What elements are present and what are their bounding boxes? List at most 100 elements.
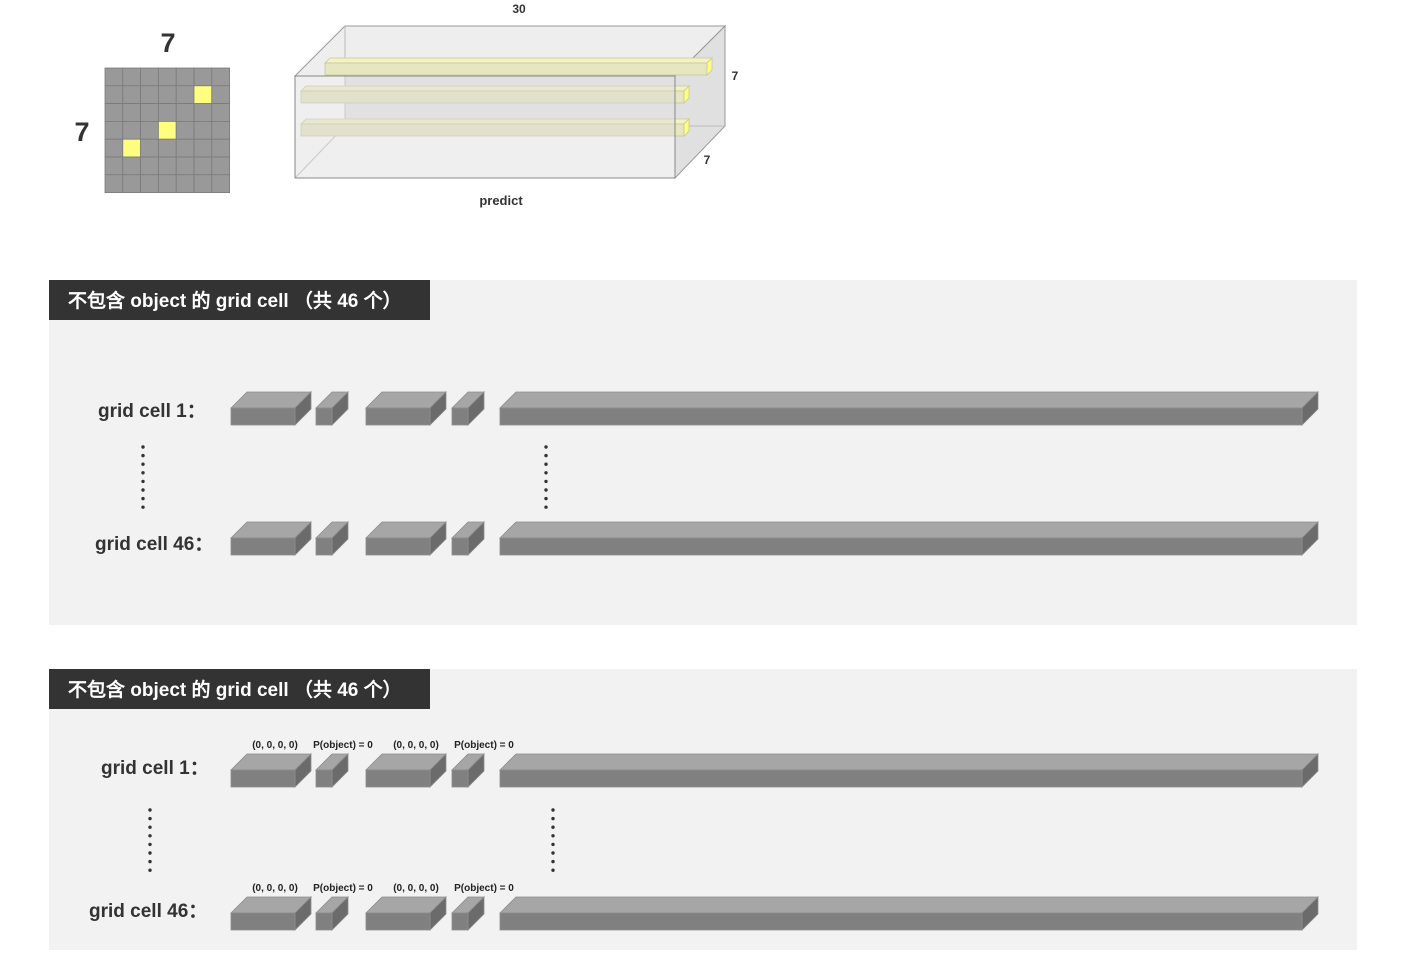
tensor-caption: predict [479, 193, 523, 208]
grid-cell [175, 138, 195, 158]
grid-cell [140, 174, 159, 194]
grid-cell [122, 67, 142, 87]
grid-cell [211, 156, 231, 176]
grid-cell [122, 85, 142, 105]
ellipsis-dot [148, 808, 152, 812]
panel-no-object-2: 不包含 object 的 grid cell （共 46 个） grid cel… [49, 669, 1357, 950]
ellipsis-dot [544, 496, 548, 501]
confidence-block [451, 753, 485, 788]
vector-row-cell-46 [230, 521, 1319, 556]
grid-cell [193, 121, 213, 140]
grid-cell [211, 138, 231, 158]
ellipsis-dot [551, 816, 555, 821]
grid-cell-highlighted [193, 85, 213, 105]
tensor-height-label: 7 [732, 69, 739, 83]
grid-cell [122, 156, 142, 176]
panel-header-text: 不包含 object 的 grid cell （共 46 个） [68, 289, 402, 312]
tensor-width-label: 7 [704, 153, 711, 167]
ellipsis-dot [141, 488, 145, 492]
ellipsis-dot [551, 808, 555, 812]
ellipsis-dot [544, 479, 548, 484]
grid-cell [157, 156, 177, 176]
ellipsis-dot [551, 842, 555, 847]
ellipsis-dot [148, 825, 152, 829]
ellipsis-dot [551, 825, 555, 829]
grid-cell [157, 138, 177, 158]
bbox-block [230, 753, 312, 788]
bbox-block [230, 896, 312, 931]
grid-cell [140, 103, 159, 122]
grid-cell-highlighted [122, 138, 142, 158]
grid-cell [140, 138, 159, 158]
confidence-block [315, 521, 349, 556]
bbox-annotation: (0, 0, 0, 0) [393, 883, 439, 894]
confidence-block [315, 896, 349, 931]
vertical-ellipsis [148, 808, 152, 872]
panel-header [49, 280, 430, 320]
grid-width-label: 7 [160, 28, 175, 58]
ellipsis-dot [544, 445, 548, 449]
confidence-annotation: P(object) = 0 [454, 740, 514, 751]
bbox-annotation: (0, 0, 0, 0) [252, 883, 298, 894]
grid-cell [211, 67, 231, 87]
confidence-annotation: P(object) = 0 [454, 883, 514, 894]
grid-cell [157, 174, 177, 194]
grid-cell [193, 67, 213, 87]
grid-cell [175, 67, 195, 87]
grid-cell [104, 121, 124, 140]
grid-cell [211, 174, 231, 194]
grid-cell [157, 67, 177, 87]
ellipsis-dot [148, 868, 152, 872]
confidence-annotation: P(object) = 0 [313, 740, 373, 751]
class-probabilities-block [499, 521, 1319, 556]
tensor-rod [324, 57, 713, 76]
grid-height-label: 7 [74, 117, 89, 147]
grid-cell [211, 85, 231, 105]
ellipsis-dot [148, 859, 152, 864]
bbox-block [365, 753, 447, 788]
grid-cell [157, 85, 177, 105]
class-probabilities-block [499, 896, 1319, 931]
vertical-ellipsis [544, 445, 548, 509]
ellipsis-dot [551, 851, 555, 855]
panel-background [49, 280, 1357, 625]
vector-row-cell-46 [230, 896, 1319, 931]
panel-no-object-1: 不包含 object 的 grid cell （共 46 个） grid cel… [49, 280, 1357, 625]
grid-cell [104, 85, 124, 105]
tensor-front-face [294, 75, 676, 179]
grid-cell [122, 103, 142, 122]
grid-cell [122, 121, 142, 140]
ellipsis-dot [544, 505, 548, 509]
vertical-ellipsis [551, 808, 555, 872]
grid-cell [175, 85, 195, 105]
grid-cell [175, 121, 195, 140]
grid-cell [104, 103, 124, 122]
class-probabilities-block [499, 391, 1319, 426]
bbox-block [230, 521, 312, 556]
ellipsis-dot [141, 505, 145, 509]
bbox-annotation: (0, 0, 0, 0) [393, 740, 439, 751]
row-label: grid cell 1： [98, 401, 206, 422]
confidence-block [315, 753, 349, 788]
tensor-rod [300, 118, 690, 137]
ellipsis-dot [544, 462, 548, 466]
ellipsis-dot [141, 496, 145, 501]
vector-row-cell-1 [230, 391, 1319, 426]
grid-cell [104, 138, 124, 158]
confidence-block [451, 391, 485, 426]
grid-cell [175, 174, 195, 194]
ellipsis-dot [148, 834, 152, 838]
bbox-block [230, 391, 312, 426]
panel-header [49, 669, 430, 709]
ellipsis-dot [141, 453, 145, 458]
ellipsis-dot [551, 834, 555, 838]
grid-cell [175, 156, 195, 176]
grid-cell [140, 121, 159, 140]
ellipsis-dot [551, 859, 555, 864]
tensor-depth-label: 30 [512, 2, 526, 16]
class-probabilities-block [499, 753, 1319, 788]
grid-7x7: 7 7 [74, 28, 231, 194]
grid-cell [104, 156, 124, 176]
ellipsis-dot [544, 471, 548, 475]
